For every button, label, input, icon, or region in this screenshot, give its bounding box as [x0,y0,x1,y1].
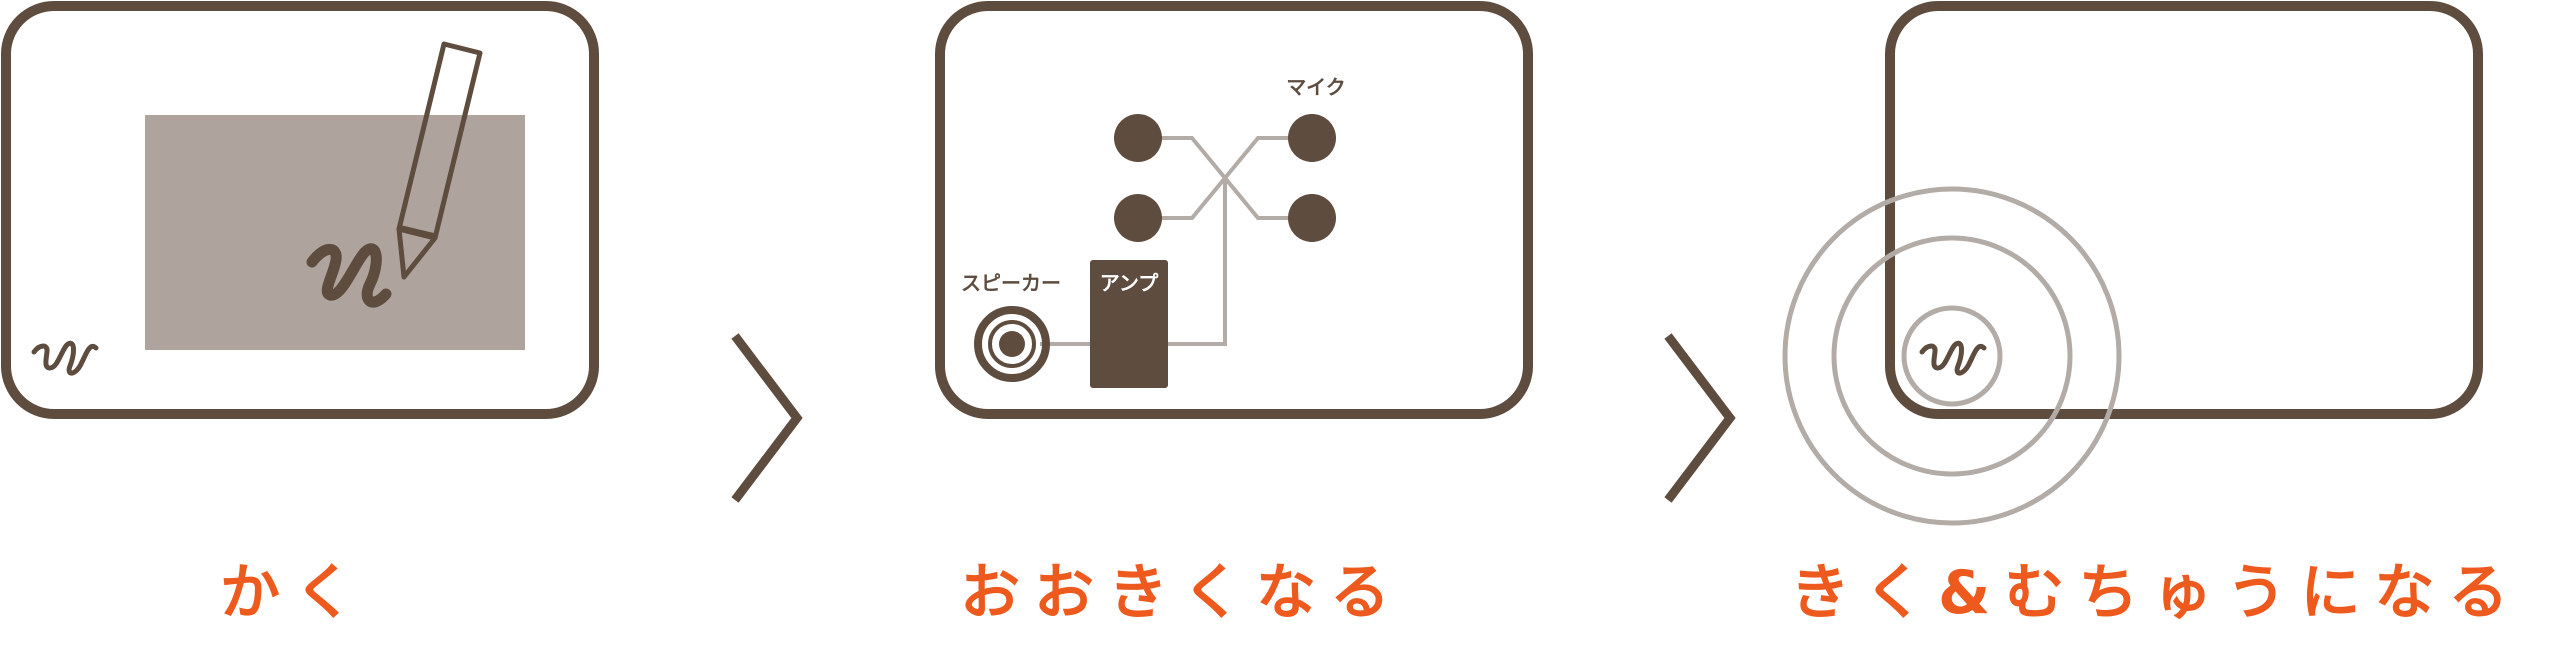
microphone-icon [1114,194,1162,242]
squiggle-icon [1919,340,1987,376]
microphone-icon [1114,114,1162,162]
mic-label: マイク [1286,75,1346,99]
drawn-squiggle [306,243,392,308]
drawing-paper [145,115,525,350]
panel-amplify: マイク アンプ スピーカー [935,1,1533,419]
amp-label: アンプ [1100,271,1160,295]
sound-wave-icon [1782,186,2122,526]
chevron-right-icon [1664,333,1736,503]
panel-draw-frame [1,1,599,419]
microphone-icon [1288,194,1336,242]
microphone-icon [1288,114,1336,162]
wiring [1040,136,1312,346]
speaker-icon [974,306,1050,382]
chevron-right-icon [731,333,803,503]
panel-amplify-frame [935,1,1533,419]
amplifier-icon [1090,260,1168,388]
step-caption-listen: きく&むちゅうになる [1790,558,2523,628]
pen-icon [396,41,483,280]
step-caption-amplify: おおきくなる [960,558,1404,628]
panel-listen [1782,1,2483,526]
squiggle-icon [31,340,99,376]
panel-listen-frame [1885,1,2483,419]
panel-draw [1,1,599,419]
step-caption-draw: かく [220,558,368,628]
speaker-label: スピーカー [961,271,1061,295]
